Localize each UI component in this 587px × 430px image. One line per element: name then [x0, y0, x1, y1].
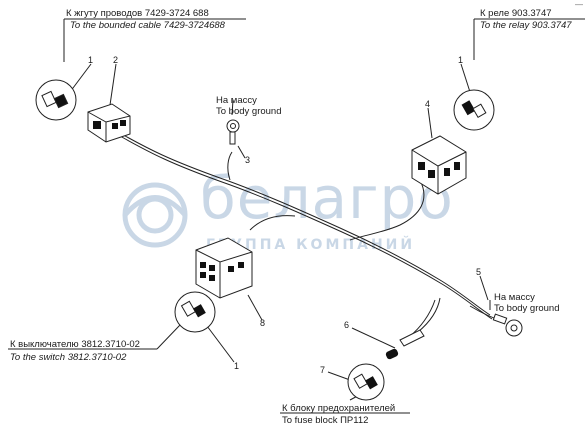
connector-7 — [347, 363, 385, 401]
switch-label-en: To the switch 3812.3710-02 — [10, 352, 127, 363]
ground1-label-en: To body ground — [216, 106, 282, 117]
fuse-label-ru: К блоку предохранителей — [282, 403, 396, 414]
ground1-label-ru: На массу — [216, 95, 257, 106]
harness-label-en: To the bounded cable 7429-3724688 — [70, 20, 225, 31]
callout1-left-leader — [69, 63, 92, 93]
callout5-leader — [479, 275, 489, 301]
callout8-leader — [247, 294, 263, 321]
switch-branch — [249, 215, 296, 231]
callout1-right-leader — [460, 63, 471, 93]
connector-8 — [195, 237, 253, 299]
ground2-label-ru: На массу — [494, 292, 535, 303]
watermark-logo — [122, 182, 188, 248]
connector-1-right — [453, 89, 495, 131]
ground-terminal-5 — [492, 313, 523, 337]
ground-terminal-3 — [226, 119, 240, 145]
harness-main-wire — [117, 131, 491, 316]
connector-1-left — [35, 79, 77, 121]
callout3-leader — [237, 145, 246, 159]
ground3-branch — [227, 151, 233, 181]
ground2-label-en: To body ground — [494, 303, 560, 314]
callout-1-bottom: 1 — [234, 361, 240, 371]
callout-7: 7 — [320, 365, 326, 375]
harness-main-wire-2 — [119, 135, 493, 320]
harness-label-ru: К жгуту проводов 7429-3724 688 — [66, 8, 209, 19]
switch-leader — [156, 324, 181, 350]
fuse-branch — [417, 297, 441, 333]
corner-mark: — — [575, 0, 583, 9]
connector-2 — [87, 103, 131, 143]
callout-5: 5 — [476, 267, 482, 277]
callout-1-right: 1 — [458, 55, 464, 65]
callout-6: 6 — [344, 320, 350, 330]
callout-4: 4 — [425, 99, 431, 109]
callout-3: 3 — [245, 155, 251, 165]
switch-label-ru: К выключателю 3812.3710-02 — [10, 339, 140, 350]
ground1-leader — [231, 99, 234, 116]
callout7-leader — [327, 371, 351, 381]
callout6-leader — [351, 327, 396, 349]
callout2-leader — [109, 63, 117, 106]
callout-8: 8 — [260, 318, 266, 328]
relay-label-en: To the relay 903.3747 — [480, 20, 572, 31]
relay-label-ru: К реле 903.3747 — [480, 8, 552, 19]
callout4-leader — [427, 107, 433, 139]
callout-2: 2 — [113, 55, 119, 65]
callout1-bottom-leader — [203, 321, 235, 363]
fuse-label-en: To fuse block ПР112 — [282, 415, 369, 426]
fuse-connector-6 — [385, 329, 425, 360]
connector-1-bottom — [174, 291, 216, 333]
relay-branch — [349, 179, 425, 241]
callout-1-left: 1 — [88, 55, 94, 65]
connector-4 — [411, 135, 467, 195]
